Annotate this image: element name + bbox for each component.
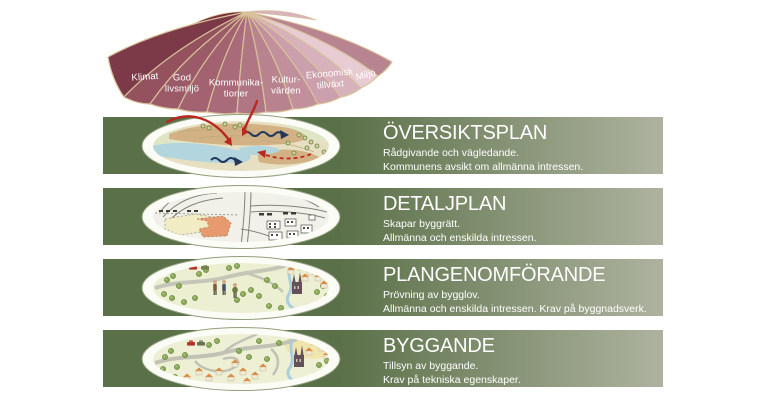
navy-wavy-arrows [210,131,282,163]
row-text-block: ÖVERSIKTSPLAN Rådgivande och vägledande.… [383,123,583,174]
umbrella-segments [107,10,393,115]
plan-building-row [159,210,296,216]
row-title: DETALJPLAN [383,193,507,215]
umbrella-back-panel [246,10,317,21]
umbrella-label-god-livsmiljo: God livsmiljö [164,72,200,94]
plan-building-grids [269,221,309,236]
row-title: ÖVERSIKTSPLAN [383,122,548,144]
row-subtitle-1: Tillsyn av byggande. [383,360,479,372]
overview-map [153,121,329,171]
row-byggande: BYGGANDE Tillsyn av byggande. Krav på te… [103,327,663,391]
umbrella-label-klimat: Klimat [131,70,159,84]
row-subtitle-1: Skapar byggrätt. [383,218,461,230]
row-subtitle-2: Kommunens avsikt om allmänna intressen. [383,160,584,173]
row-title: BYGGANDE [383,335,495,357]
row-plangenomforande: PLANGENOMFÖRANDE Prövning av bygglov. Al… [103,256,663,320]
plangenomforande-illustration [141,256,341,320]
row-text-block: PLANGENOMFÖRANDE Prövning av bygglov. Al… [383,265,647,316]
people-group [213,280,237,298]
row-subtitle-1: Prövning av bygglov. [383,289,480,301]
detaljplan-illustration [141,185,341,249]
row-subtitle-1: Rådgivande och vägledande. [383,147,520,159]
built-landscape-scene [153,334,329,384]
red-arrows [165,99,259,142]
umbrella-label-ekonomisk-tillvaxt: Ekonomisk tillväxt [305,66,354,92]
stream [285,265,300,313]
row-subtitle-2: Allmänna och enskilda intressen. [383,231,537,244]
row-text-block: BYGGANDE Tillsyn av byggande. Krav på te… [383,336,521,387]
plan-building-footprints [266,214,316,241]
row-subtitle-2: Krav på tekniska egenskaper. [383,373,521,386]
umbrella-label-kulturvarden: Kultur- värden [271,74,301,96]
landscape-scene [153,263,329,313]
umbrella-canopy-graphic [107,10,393,115]
row-detaljplan: DETALJPLAN Skapar byggrätt. Allmänna och… [103,185,663,249]
row-title: PLANGENOMFÖRANDE [383,264,606,286]
row-subtitle-2: Allmänna och enskilda intressen. Krav på… [383,302,647,315]
oversiktsplan-illustration [141,99,341,178]
red-dashed-arrow [262,153,312,160]
road [154,263,296,290]
row-oversiktsplan: ÖVERSIKTSPLAN Rådgivande och vägledande.… [103,99,663,178]
row-text-block: DETALJPLAN Skapar byggrätt. Allmänna och… [383,194,537,245]
detail-plan [153,192,329,242]
byggande-illustration [141,327,341,391]
umbrella-label-kommunikationer: Kommunika- tioner [208,77,264,99]
plan-zone-orange [196,215,232,238]
